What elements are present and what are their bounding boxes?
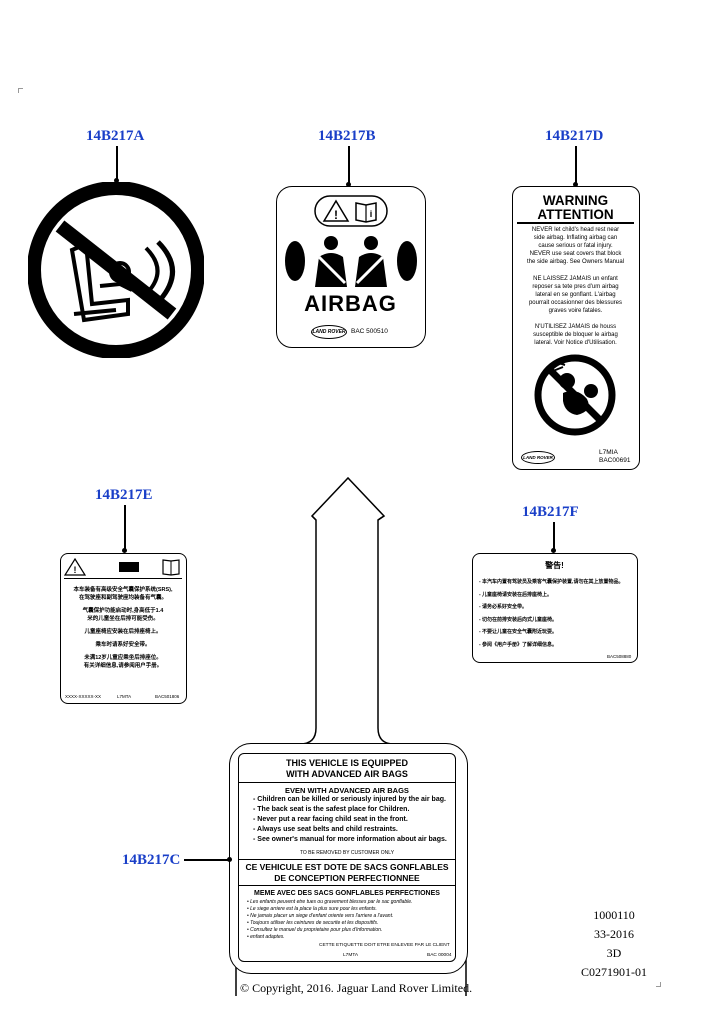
chinese-airbag-label: ! 本车装备有高级安全气囊保护系统(SRS), 在驾驶座和副驾驶座均装备有气囊。… [60,553,187,704]
list-item: • Les enfants peuvent etre tues ou grave… [247,899,413,905]
list-item: - Never put a rear facing child seat in … [253,816,408,823]
leader-line-a [116,146,118,180]
list-item: • Le siege arriere est la place la plus … [247,906,377,912]
reference-line: 3D [606,946,622,960]
footer-code-right: BAC501806 [155,694,180,699]
list-item: - Always use seat belts and child restra… [253,826,398,833]
airbag-pictogram-label: ! i AIRBAG LAND ROVER BAC 500510 [276,186,426,348]
list-item: - The back seat is the safest place for … [253,806,410,813]
title-line-1: THIS VEHICLE IS EQUIPPED [285,758,409,768]
leader-line-b [348,146,350,184]
chinese-warning-label: 警告! - 本汽车内置有驾驶员及乘客气囊保护装置,请勿在其上放置物品。 - 儿童… [472,553,638,663]
heading-divider [517,222,634,224]
leader-line-d [575,146,577,184]
header-divider [64,578,182,579]
leader-line-f [553,522,555,550]
callout-14b217d: 14B217D [545,128,604,144]
section-divider [239,859,455,861]
airbag-text: AIRBAG [304,291,397,316]
reference-line: 33-2016 [594,927,634,941]
leader-dot-e [122,548,127,553]
copyright-notice: © Copyright, 2016. Jaguar Land Rover Lim… [240,981,473,995]
leader-line-c [184,859,230,861]
reference-line: 1000110 [593,908,635,922]
french-warning-text-2: N'UTILISEZ JAMAIS de houss susceptible d… [533,324,618,346]
svg-text:i: i [370,209,373,219]
french-title-divider [239,885,455,887]
label-code-1: L7MIA [599,449,618,456]
english-warning-text: NEVER let child's head rest near side ai… [526,227,625,265]
french-title-line-1: CE VEHICULE EST DOTE DE SACS GONFLABLES [245,862,449,872]
list-item: • Ne jamais placer un siege d'enfant ori… [247,913,394,919]
land-rover-logo: LAND ROVER [311,325,347,339]
leader-dot-d [573,182,578,187]
child-head-airbag-prohibition-icon [534,354,616,436]
leader-dot-a [114,178,119,183]
french-title-line-2: DE CONCEPTION PERFECTIONNEE [274,873,420,883]
reference-line: C0271901-01 [581,965,647,979]
english-bullets: - Children can be killed or seriously in… [243,795,465,845]
advanced-airbags-label: THIS VEHICLE IS EQUIPPED WITH ADVANCED A… [238,753,456,962]
corner-mark-top-left [18,88,23,93]
chinese-warning-lines: - 本汽车内置有驾驶员及乘客气囊保护装置,请勿在其上放置物品。 - 儿童座椅请安… [479,579,624,648]
callout-14b217f: 14B217F [522,504,579,520]
chinese-warning-text: 本车装备有高级安全气囊保护系统(SRS), 在驾驶座和副驾驶座均装备有气囊。 气… [73,587,173,669]
remove-note: TO BE REMOVED BY CUSTOMER ONLY [299,850,395,856]
footer-code-right: BAC 00004 [427,953,452,958]
callout-14b217e: 14B217E [95,487,153,503]
english-subheading: EVEN WITH ADVANCED AIR BAGS [285,786,409,795]
advanced-airbags-label-outer: THIS VEHICLE IS EQUIPPED WITH ADVANCED A… [229,743,468,974]
leader-dot-b [346,182,351,187]
attention-heading: ATTENTION [537,207,614,222]
label-code-2: BAC00691 [599,457,631,464]
corner-mark-bottom-right [656,982,661,987]
svg-text:!: ! [334,208,338,222]
label-code: BAC508880 [607,654,632,659]
footer-code-mid: L7MTA [117,694,132,699]
leader-dot-c [227,857,232,862]
french-warning-text-1: NE LAISSEZ JAMAIS un enfant reposer sa t… [528,276,623,314]
title-divider [239,782,455,784]
side-airbag-warning-label: WARNING ATTENTION NEVER let child's head… [512,186,640,470]
list-item: • Consultez le manuel du proprietaire po… [247,927,383,933]
occupants-airbags-icon [285,236,417,287]
svg-text:!: ! [74,565,77,575]
warning-title: 警告! [545,561,564,570]
list-item: - See owner's manual for more informatio… [253,836,447,843]
list-item: • enfant adaptes. [247,934,285,940]
french-bullets: • Les enfants peuvent etre tues ou grave… [243,899,459,941]
list-item: • Toujours utiliser les ceintures de sec… [247,920,379,926]
callout-14b217b: 14B217B [318,128,376,144]
list-item: - Children can be killed or seriously in… [253,796,446,803]
reference-codes: 1000110 33-2016 3D C0271901-01 [574,906,654,982]
leader-dot-f [551,548,556,553]
leader-line-e [124,505,126,550]
footer-code-left: XXXX-XXXXX-XX [65,694,102,699]
warning-heading: WARNING [542,193,609,208]
footer-code-left: L7MTA [343,953,359,958]
airbag-child-seat-prohibition-label: A I R B A G [28,182,204,358]
warning-manual-icon: ! i [314,195,388,227]
french-remove-note: CETTE ETIQUETTE DOIT ETRE ENLEVEE PAR LE… [319,943,450,948]
land-rover-logo: LAND ROVER [521,451,555,464]
warning-manual-icon: ! [63,557,180,576]
title-line-2: WITH ADVANCED AIR BAGS [286,769,408,779]
label-code: BAC 500510 [351,328,388,335]
callout-14b217c: 14B217C [122,852,181,868]
callout-14b217a: 14B217A [86,128,145,144]
french-subheading: MEME AVEC DES SACS GONFLABLES PERFECTION… [254,890,440,897]
